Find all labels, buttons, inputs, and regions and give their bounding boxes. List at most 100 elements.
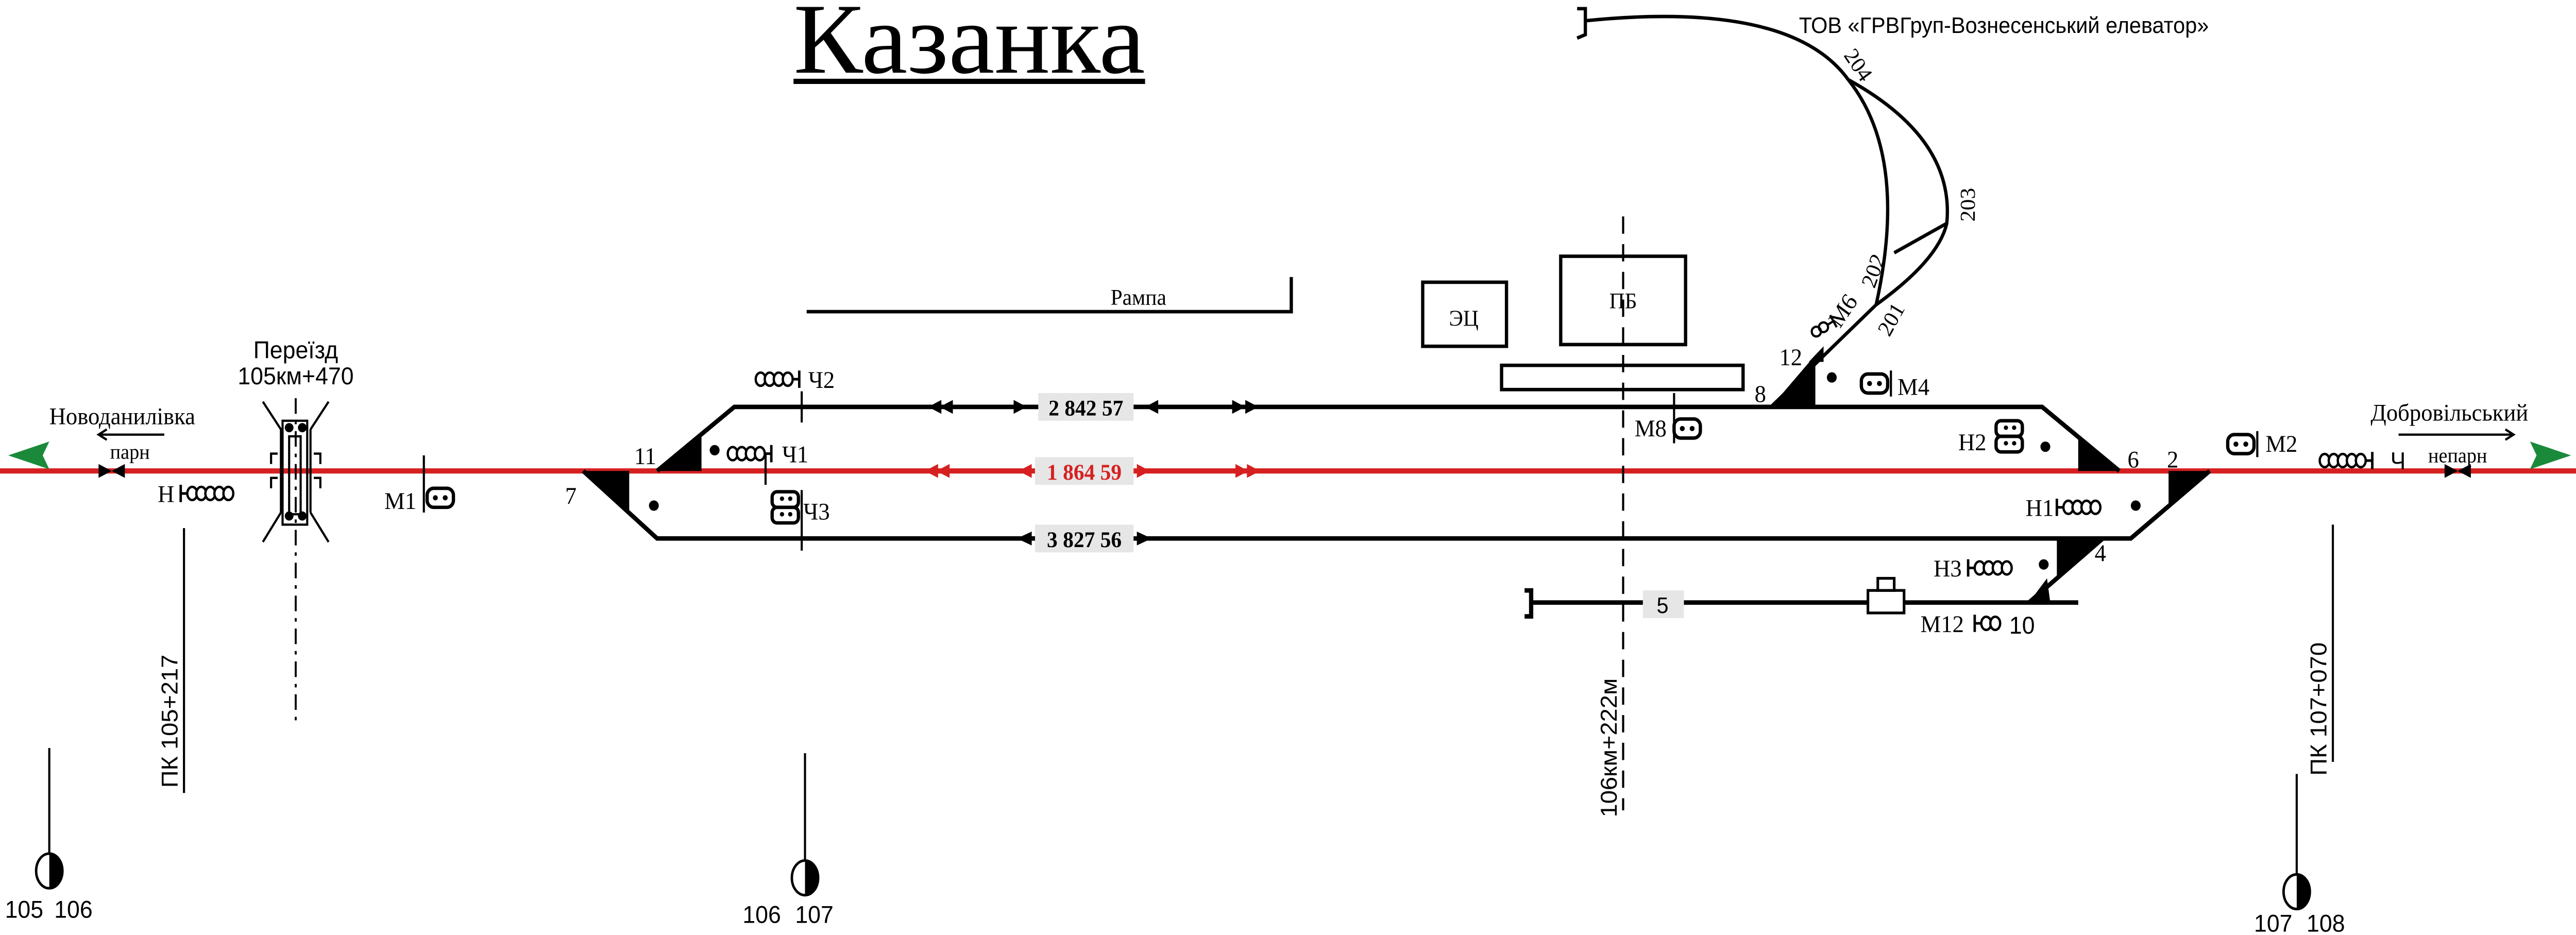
km-post-right: 106 <box>54 895 92 923</box>
signal-m2-label: М2 <box>2265 430 2297 457</box>
km-post-right: 108 <box>2307 909 2345 935</box>
signal-ch3[interactable] <box>770 490 800 525</box>
switch-2-wedge <box>2168 471 2210 507</box>
siding-lead <box>1770 303 1877 409</box>
km-post-left: 107 <box>2254 909 2292 935</box>
switch-4-label: 4 <box>2095 539 2106 566</box>
picket-right-label: ПК 107+070 <box>2305 642 2331 776</box>
signal-n[interactable] <box>179 485 235 502</box>
pb-building <box>1559 254 1687 347</box>
signal-m1-label: М1 <box>384 487 416 514</box>
switch-2-label: 2 <box>2167 446 2178 472</box>
arrow-head-right-icon <box>2504 428 2516 441</box>
signal-lamp-icon <box>2089 499 2102 515</box>
signal-m6[interactable] <box>1809 314 1838 340</box>
km-post-106-107: 106 107 <box>742 753 834 928</box>
switch-11-wedge <box>657 434 702 471</box>
km-post-105-106: 105 106 <box>5 748 93 923</box>
pb-label: ПБ <box>1609 288 1637 313</box>
switch-6-label: 6 <box>2127 446 2139 472</box>
signal-m8-label: М8 <box>1635 415 1667 441</box>
switch-12-label: 12 <box>1779 344 1802 370</box>
joint-left-icon <box>98 464 112 478</box>
signal-ch2[interactable] <box>754 370 801 388</box>
buffer-stop-5 <box>1524 588 1534 619</box>
signal-n3[interactable] <box>1967 559 2013 577</box>
track-3-length: 3 827 56 <box>1016 524 1152 552</box>
signal-n1-dot <box>2130 500 2141 511</box>
switch-7-dot <box>649 500 659 511</box>
km-post-right: 107 <box>795 900 833 928</box>
signal-m8[interactable] <box>1672 417 1702 440</box>
arrow-right-icon <box>2530 441 2571 469</box>
signal-lamp-icon <box>754 446 766 462</box>
buffer-stop-elevator <box>1577 7 1587 40</box>
ec-label: ЭЦ <box>1449 306 1479 331</box>
signal-ch2-label: Ч2 <box>808 366 835 393</box>
station-axis-label: 106км+222м <box>1596 678 1622 818</box>
siding-outer <box>1847 78 1949 307</box>
track-1-length-text: 1 864 59 <box>1047 460 1122 485</box>
track-1-length: 1 864 59 <box>925 457 1260 485</box>
km-post-left: 105 <box>5 895 43 923</box>
direction-right-station: Добровільський <box>2370 399 2528 426</box>
level-crossing-icon <box>262 401 330 543</box>
ec-building <box>1421 280 1509 348</box>
switch-7-label: 7 <box>565 482 577 509</box>
derailer-icon <box>1867 576 1906 615</box>
signal-ch-label: Ч <box>2391 447 2406 474</box>
signal-m12-label: М12 <box>1921 610 1964 637</box>
switch-4-wedge <box>2057 538 2103 579</box>
company-label: ТОВ «ГРВГруп-Вознесенський елеватор» <box>1799 13 2209 38</box>
switch-6-dot <box>2040 441 2050 452</box>
arrow-left-icon <box>8 441 49 469</box>
arrow-head-left-icon <box>96 428 108 441</box>
track-3-length-text: 3 827 56 <box>1047 528 1122 552</box>
track-2 <box>655 404 2121 473</box>
signal-ch[interactable] <box>2318 452 2374 469</box>
switch-8-label: 8 <box>1755 380 1766 407</box>
track-5-label: 5 <box>1642 590 1684 618</box>
crossing-km: 105км+470 <box>238 362 353 389</box>
signal-m1[interactable] <box>425 486 455 509</box>
direction-right-label: непарн <box>2428 444 2487 467</box>
direction-left-station: Новоданилівка <box>49 402 195 429</box>
signal-n3-label: Н3 <box>1934 555 1962 582</box>
joint-right-icon <box>2444 464 2458 478</box>
track-5-text: 5 <box>1657 593 1669 618</box>
signal-ch1-dot <box>709 445 720 455</box>
signal-ch1[interactable] <box>726 445 773 463</box>
siding-link-202-203 <box>1893 222 1948 254</box>
signal-n2[interactable] <box>1994 419 2024 454</box>
siding-to-elevator <box>1585 14 1850 81</box>
signal-n1[interactable] <box>2055 499 2102 516</box>
switch-10-wedge <box>2029 578 2050 603</box>
signal-m2[interactable] <box>2226 431 2259 457</box>
signal-lamp-icon <box>1989 615 2002 632</box>
switch-204-label: 204 <box>1839 44 1877 86</box>
track-2-length-text: 2 842 57 <box>1048 396 1123 421</box>
picket-left-label: ПК 105+217 <box>157 655 183 788</box>
km-post-left: 106 <box>742 900 781 928</box>
signal-m4-label: М4 <box>1897 373 1929 400</box>
switch-8-dot <box>1826 372 1837 383</box>
signal-ch3-label: Ч3 <box>803 498 829 524</box>
signal-n3-dot <box>2039 559 2049 570</box>
signal-lamp-icon <box>222 485 235 502</box>
siding-inner <box>1846 78 1890 305</box>
signal-n1-label: Н1 <box>2026 495 2054 521</box>
signal-n2-label: Н2 <box>1958 429 1987 455</box>
ramp <box>806 277 1293 314</box>
platform <box>1500 363 1745 392</box>
signal-lamp-icon <box>2354 452 2367 469</box>
km-post-107-108: 107 108 <box>2254 774 2345 935</box>
crossing-title: Переїзд <box>253 336 338 364</box>
signal-m12[interactable] <box>1973 615 2002 632</box>
switch-10-label: 10 <box>2009 611 2035 639</box>
switch-6-wedge <box>2078 436 2120 471</box>
signal-m4[interactable] <box>1859 370 1892 397</box>
signal-lamp-icon <box>2001 560 2013 576</box>
direction-left-label: парн <box>110 440 150 464</box>
signal-n-label: Н <box>158 481 174 507</box>
